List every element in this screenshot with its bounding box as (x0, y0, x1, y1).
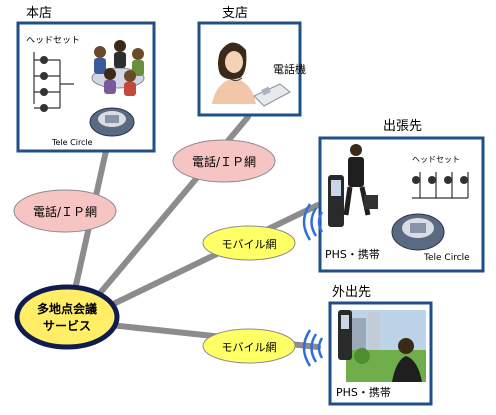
network-mobile-1 (202, 225, 296, 261)
tele-circle-device-icon (89, 107, 135, 137)
honten-device-label: Tele Circle (51, 138, 93, 147)
mobile-phone-icon (328, 175, 344, 227)
signal-waves-icon (302, 329, 324, 367)
shucchousaki-headset-label: ヘッドセット (412, 155, 460, 164)
tele-circle-device-icon (391, 213, 445, 251)
businessman-icon (343, 144, 378, 216)
shucchousaki-mobile-label: PHS・携帯 (325, 247, 380, 261)
mobile-phone-icon (338, 310, 352, 360)
shiten-label: 支店 (222, 6, 248, 21)
operator-woman-icon (212, 42, 256, 104)
network-phone-ip-1 (13, 189, 117, 233)
hub-line2: サービス (43, 318, 91, 333)
desk-phone-icon (253, 83, 291, 107)
gaishutsusaki-mobile-label: PHS・携帯 (336, 385, 391, 399)
hub-line1: 多地点会議 (37, 301, 97, 316)
network-mobile-1-label: モバイル網 (222, 237, 277, 251)
link-shucchousaki (102, 202, 321, 311)
honten-headset-label: ヘッドセット (26, 35, 80, 46)
network-phone-ip-1-label: 電話/ＩＰ網 (33, 204, 97, 219)
network-mobile-2 (202, 328, 296, 364)
network-phone-ip-2-label: 電話/ＩＰ網 (192, 154, 256, 169)
gaishutsusaki-label: 外出先 (332, 285, 371, 300)
signal-waves-icon (302, 203, 324, 241)
shucchousaki-device-label: Tele Circle (423, 253, 470, 263)
shucchousaki-label: 出張先 (383, 119, 422, 134)
headset-icon (412, 172, 469, 199)
honten-label: 本店 (26, 6, 52, 21)
meeting-group-icon (91, 40, 145, 96)
network-phone-ip-2 (172, 139, 276, 183)
headset-icon (33, 52, 74, 112)
shiten-phone-label: 電話機 (273, 62, 306, 76)
conference-service-hub (14, 284, 120, 350)
businessman-icon (392, 338, 422, 382)
network-mobile-2-label: モバイル網 (222, 340, 277, 354)
